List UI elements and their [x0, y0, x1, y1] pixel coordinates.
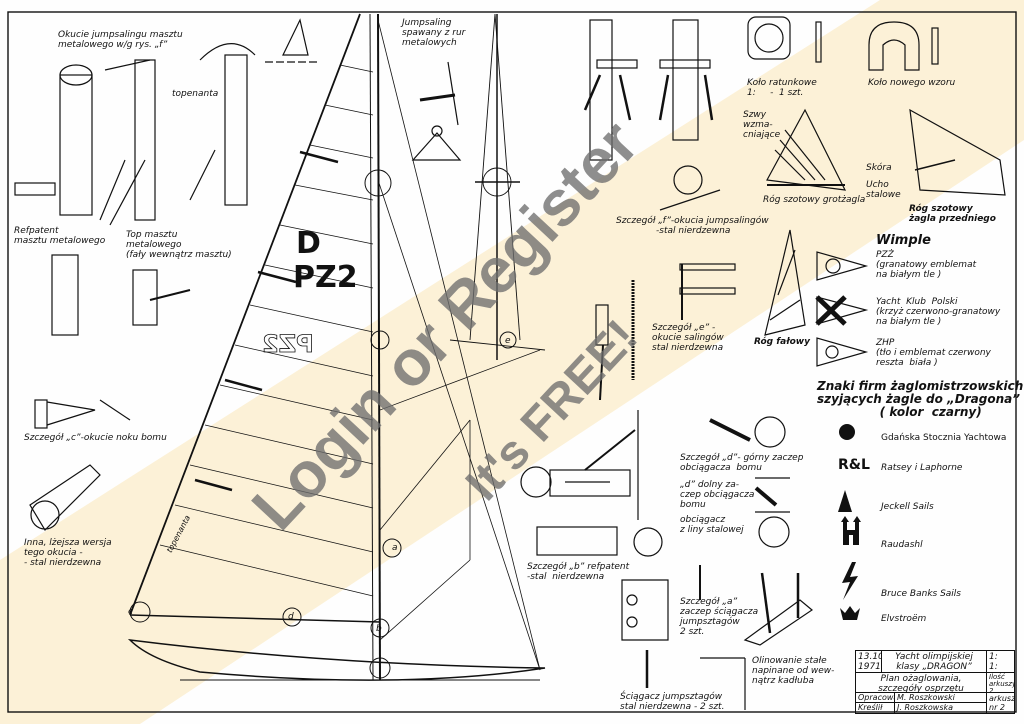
title-date: 13.10 1971	[855, 650, 882, 673]
head-of-sail	[764, 229, 806, 336]
sailmaker-jeckell: Jeckell Sails	[881, 502, 934, 512]
crown-logo	[840, 606, 860, 620]
sailmaker-gsy: Gdańska Stocznia Yachtowa	[881, 433, 1007, 443]
label-szczegol-f: Szczegół „f”-okucia jumpsalingów -stal n…	[616, 216, 769, 236]
title-sheets-count: Ilość arkuszy 2	[986, 672, 1015, 693]
label-topenanta: topenanta	[172, 89, 219, 99]
wimple-ykp-name: Yacht Klub Polski	[876, 297, 958, 307]
sailmaker-raudashl: Raudashl	[881, 540, 923, 550]
wimple-ykp-desc: (krzyż czerwono-granatowy na białym tle …	[876, 307, 1001, 327]
label-rog-szotowy-grotzagla: Róg szotowy grotżagla	[763, 195, 866, 205]
title-drawn-label: Kreślił	[855, 702, 895, 714]
label-okucie-jumpsalingu: Okucie jumpsalingu masztu metalowego w/g…	[58, 30, 183, 50]
label-szczegol-c: Szczegół „c”-okucie noku bomu	[24, 433, 167, 443]
title-scale: 1: 1:	[986, 650, 1015, 673]
wimple-zhp-desc: (tło i emblemat czerwony reszta biała )	[876, 348, 991, 368]
lifebuoy-square	[747, 16, 791, 60]
label-kolo-nowego-wzoru: Koło nowego wzoru	[868, 78, 956, 88]
marker-c: c	[128, 607, 133, 617]
sailmaker-logos	[838, 424, 861, 620]
lower-fittings	[520, 410, 813, 710]
marker-a: a	[392, 543, 398, 553]
label-jumpsaling-spawany: Jumpsaling spawany z rur metalowych	[402, 18, 466, 48]
title-drawn-by: J. Roszkowska	[894, 702, 987, 714]
sail-number-mirrored: PZ2	[262, 330, 315, 359]
label-skora: Skóra	[866, 163, 892, 173]
tower-logo	[841, 516, 861, 545]
title-sheet-number: arkusz nr 2	[986, 692, 1015, 714]
boom-end-fitting	[29, 399, 131, 531]
wimple-title: Wimple	[876, 233, 931, 248]
label-sciagacz: Ściągacz jumpsztagów stal nierdzewna - 2…	[620, 692, 725, 712]
sailmaker-bruce-banks: Bruce Banks Sails	[881, 589, 961, 599]
marker-d: d	[288, 612, 294, 622]
wimple-pzz-name: PZŻ	[876, 250, 894, 260]
label-obciagacz: obciągacz z liny stalowej	[680, 515, 744, 535]
label-kolo-ratunkowe: Koło ratunkowe 1: - 1 szt.	[747, 78, 817, 98]
label-szwy: Szwy wzma- cniające	[743, 110, 781, 140]
mainsail	[129, 13, 381, 681]
label-rog-falowy: Róg fałowy	[754, 337, 810, 347]
label-szczegol-b: Szczegół „b” refpatent -stal nierdzewna	[527, 562, 630, 582]
title-block: 13.10 1971 Yacht olimpijskiej klasy „DRA…	[855, 650, 1015, 714]
sailmakers-title: Znaki firm żaglomistrzowskich szyjących …	[817, 379, 1024, 419]
title-yacht: Yacht olimpijskiej klasy „DRAGON”	[881, 650, 987, 673]
wimple-zhp-name: ZHP	[876, 338, 895, 348]
label-rog-szotowy-przedniego: Róg szotowy żagla przedniego	[909, 204, 996, 224]
hull	[127, 638, 546, 681]
lightning-logo	[842, 562, 858, 600]
label-szczegol-e: Szczegół „e” - okucie salingów stal nier…	[652, 323, 724, 353]
circle-sail-logo	[839, 424, 855, 440]
label-d-dolny: „d” dolny za- czep obciągacza bomu	[680, 480, 755, 510]
drawing-frame	[7, 11, 1017, 713]
sailmaker-ratsey: Ratsey i Laphorne	[881, 463, 963, 473]
marker-b: b	[376, 624, 382, 634]
label-inna-wersja: Inna, lżejsza wersja tego okucia - - sta…	[24, 538, 112, 568]
sailmaker-elvstroem: Elvstroëm	[881, 614, 927, 624]
marker-e: e	[505, 336, 511, 346]
sail-number: PZ2	[293, 260, 358, 295]
label-szczegol-a: Szczegół „a” zaczep ściągacza jumpsztagó…	[680, 597, 759, 637]
wimple-pzz-desc: (granatowy emblemat na białym tle )	[876, 260, 977, 280]
label-olinowanie: Olinowanie stałe napinane od wew- nątrz …	[752, 656, 835, 686]
label-ucho-stalowe: Ucho stalowe	[866, 180, 901, 200]
title-subtitle: Plan ożaglowania, szczegóły osprzętu	[855, 672, 987, 693]
label-szczegol-d: Szczegół „d”- górny zaczep obciągacza bo…	[680, 453, 804, 473]
mast-front-view	[449, 13, 546, 360]
pennants	[815, 251, 869, 367]
label-top-masztu: Top masztu metalowego (fały wewnątrz mas…	[126, 230, 232, 260]
sail-logo	[838, 490, 852, 512]
mast-fittings	[583, 16, 1006, 401]
ratsey-logo: R&L	[838, 457, 870, 473]
jib	[377, 19, 541, 671]
jumpsaling-fitting	[14, 18, 462, 336]
label-refpatent-masztu: Refpatent masztu metalowego	[14, 226, 106, 246]
sail-letter: D	[296, 226, 321, 261]
